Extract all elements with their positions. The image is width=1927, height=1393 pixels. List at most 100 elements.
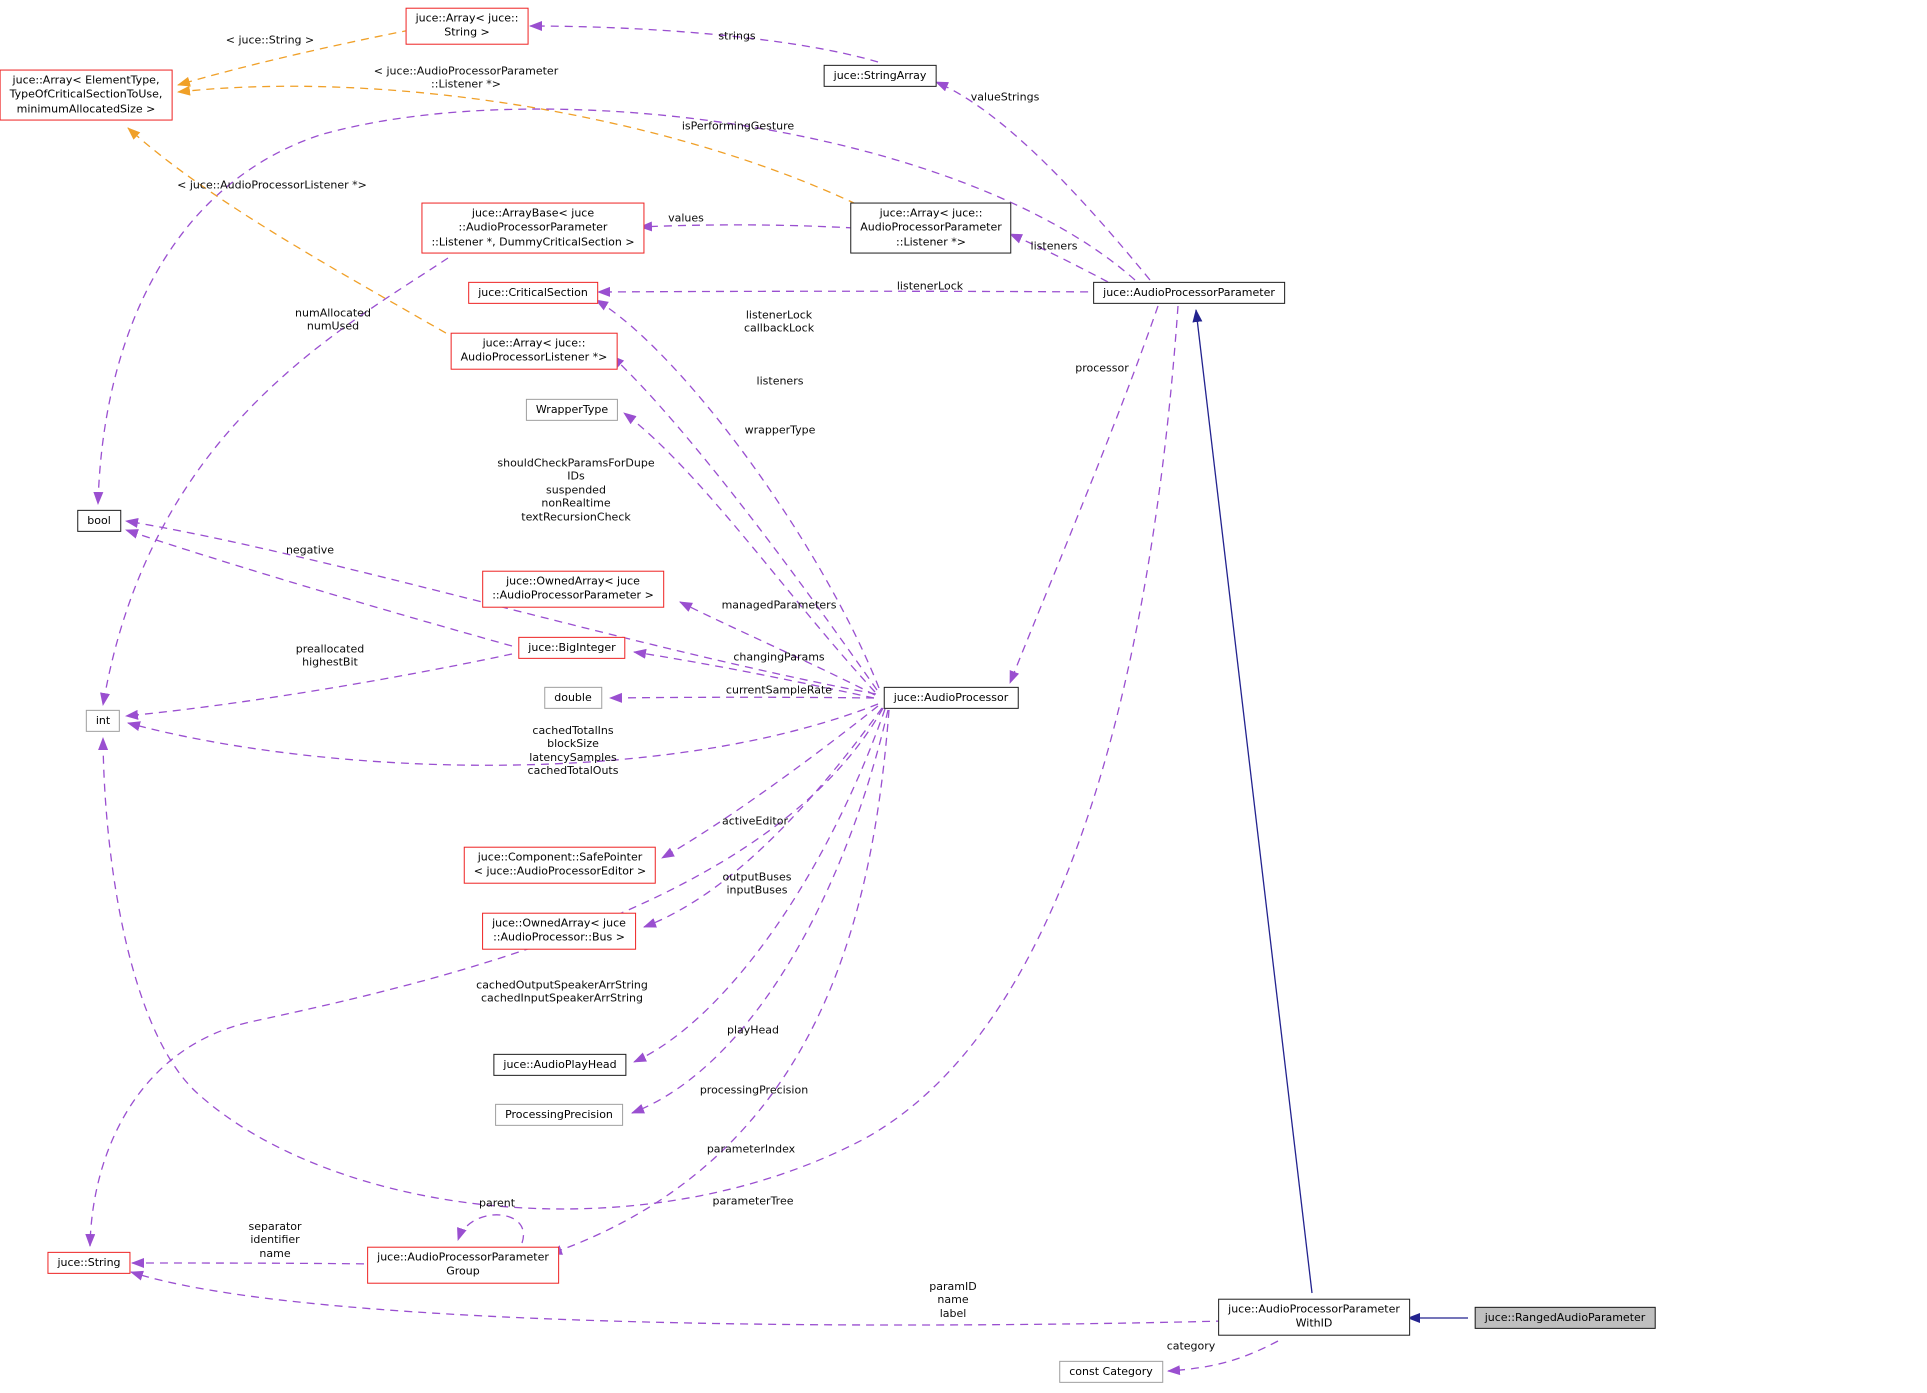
edge-label-listener-lock: listenerLock: [897, 279, 963, 292]
node-label-line: < juce::AudioProcessorEditor >: [473, 865, 647, 878]
node-label-line: const Category: [1069, 1364, 1153, 1378]
edge-label-line: listeners: [1030, 239, 1078, 253]
edge-label-wrapper-type: wrapperType: [745, 423, 816, 436]
edge-label-line: < juce::AudioProcessorListener *>: [177, 178, 367, 192]
edge-label-line: cachedTotalIns: [532, 724, 614, 738]
edge-label-line: shouldCheckParamsForDupe: [497, 456, 655, 470]
node-label-line: int: [95, 713, 111, 727]
node-audio-processor[interactable]: juce::AudioProcessor: [883, 686, 1019, 710]
edge-label-line: outputBuses: [722, 870, 792, 884]
edge-label-line: cachedTotalOuts: [527, 764, 619, 778]
edge-template-app-listener: [177, 85, 857, 205]
edge-processing-precision: [631, 709, 889, 1114]
edge-label-line: wrapperType: [744, 423, 816, 437]
node-owned-array-bus: juce::OwnedArray< juce::AudioProcessor::…: [482, 912, 636, 950]
node-array-app-listener[interactable]: juce::Array< juce::AudioProcessorParamet…: [850, 202, 1012, 254]
node-label-line: AudioProcessorListener *>: [460, 351, 608, 364]
edge-label-line: playHead: [726, 1023, 780, 1037]
edge-param-id-name-label: [130, 1270, 1225, 1326]
edge-value-strings: [935, 81, 1151, 281]
edge-label-line: strings: [718, 29, 756, 43]
edge-group: [85, 21, 1468, 1376]
edge-label-changing-params: changingParams: [733, 650, 824, 663]
edge-negative: [125, 529, 513, 647]
edge-label-value-strings: valueStrings: [971, 90, 1040, 103]
node-label-line: juce::AudioProcessor: [893, 690, 1009, 704]
node-string: juce::String: [47, 1251, 131, 1275]
edge-label-parameter-tree: parameterTree: [713, 1194, 794, 1207]
node-string-array[interactable]: juce::StringArray: [823, 64, 937, 88]
node-label-line: juce::OwnedArray< juce: [506, 574, 640, 588]
node-label-line: juce::AudioProcessorParameter: [377, 1250, 549, 1264]
node-ranged-audio-parameter: juce::RangedAudioParameter: [1474, 1306, 1656, 1330]
node-label-line: ::AudioProcessor::Bus >: [493, 931, 625, 944]
node-array-elementtype: juce::Array< ElementType,TypeOfCriticalS…: [0, 69, 173, 121]
node-label-line: juce::AudioProcessorParameter: [1228, 1302, 1400, 1316]
node-processing-precision: ProcessingPrecision: [495, 1103, 623, 1127]
edge-label-line: < juce::String >: [225, 33, 315, 47]
node-label-line: juce::Component::SafePointer: [477, 850, 643, 864]
edge-label-line: managedParameters: [721, 598, 837, 612]
node-audio-processor-parameter[interactable]: juce::AudioProcessorParameter: [1093, 281, 1285, 305]
node-label-line: String >: [444, 26, 490, 39]
node-label-line: ProcessingPrecision: [505, 1107, 613, 1121]
edge-label-line: processor: [1075, 361, 1129, 375]
node-label-line: juce::Array< ElementType,: [12, 73, 160, 87]
node-label-line: juce::CriticalSection: [478, 285, 588, 299]
node-label-line: juce::StringArray: [833, 68, 927, 82]
node-label-line: juce::String: [57, 1255, 121, 1269]
node-label-line: juce::BigInteger: [528, 640, 616, 654]
edge-label-line: label: [939, 1306, 967, 1320]
edge-values: [639, 221, 855, 232]
edge-label-managed-parameters: managedParameters: [722, 598, 837, 611]
node-label-line: juce::Array< juce::: [415, 11, 519, 25]
edge-template-apl: [127, 127, 459, 341]
node-label-line: juce::AudioProcessorParameter: [1103, 285, 1275, 299]
edge-listeners-processor: [611, 355, 878, 691]
node-audio-play-head[interactable]: juce::AudioPlayHead: [493, 1053, 627, 1077]
node-label-line: bool: [87, 513, 111, 527]
node-label-line: juce::Array< juce::: [879, 206, 983, 220]
node-bool: bool: [77, 509, 121, 533]
edge-label-line: parent: [478, 1196, 516, 1210]
edge-label-line: < juce::AudioProcessorParameter: [373, 64, 559, 78]
edge-listeners-parameter: [1009, 233, 1109, 283]
edge-label-line: valueStrings: [970, 90, 1040, 104]
node-wrapper-type: WrapperType: [525, 398, 619, 422]
node-safe-pointer: juce::Component::SafePointer< juce::Audi…: [463, 846, 657, 884]
edge-listener-lock: [597, 286, 1103, 297]
edge-label-template-apl: < juce::AudioProcessorListener *>: [177, 178, 367, 191]
edge-num-allocated: [100, 257, 449, 706]
edge-category: [1167, 1340, 1279, 1376]
edge-processor: [1009, 305, 1159, 684]
edge-is-performing-gesture: [93, 108, 1136, 505]
edge-managed-parameters: [679, 601, 876, 696]
edge-label-line: negative: [285, 543, 335, 557]
edge-label-line: IDs: [567, 469, 585, 483]
edge-label-line: processingPrecision: [699, 1083, 809, 1097]
edge-label-line: ::Listener *>: [431, 78, 501, 91]
node-label-line: WithID: [1295, 1317, 1333, 1330]
node-double: double: [544, 686, 602, 710]
edge-label-category: category: [1167, 1339, 1216, 1352]
edge-label-negative: negative: [286, 543, 334, 556]
edge-label-listeners-processor: listeners: [757, 374, 804, 387]
edge-label-listeners-parameter: listeners: [1031, 239, 1078, 252]
node-const-category: const Category: [1059, 1360, 1163, 1384]
node-array-string: juce::Array< juce::String >: [405, 7, 529, 45]
node-label-line: ::Listener *, DummyCriticalSection >: [431, 235, 635, 249]
edge-label-line: numUsed: [306, 320, 360, 333]
node-owned-array-parameter: juce::OwnedArray< juce::AudioProcessorPa…: [482, 570, 664, 608]
edge-label-line: inputBuses: [726, 884, 788, 897]
edge-label-is-performing-gesture: isPerformingGesture: [682, 119, 794, 132]
node-label-line: minimumAllocatedSize >: [16, 102, 156, 116]
edge-label-line: listeners: [756, 374, 804, 388]
